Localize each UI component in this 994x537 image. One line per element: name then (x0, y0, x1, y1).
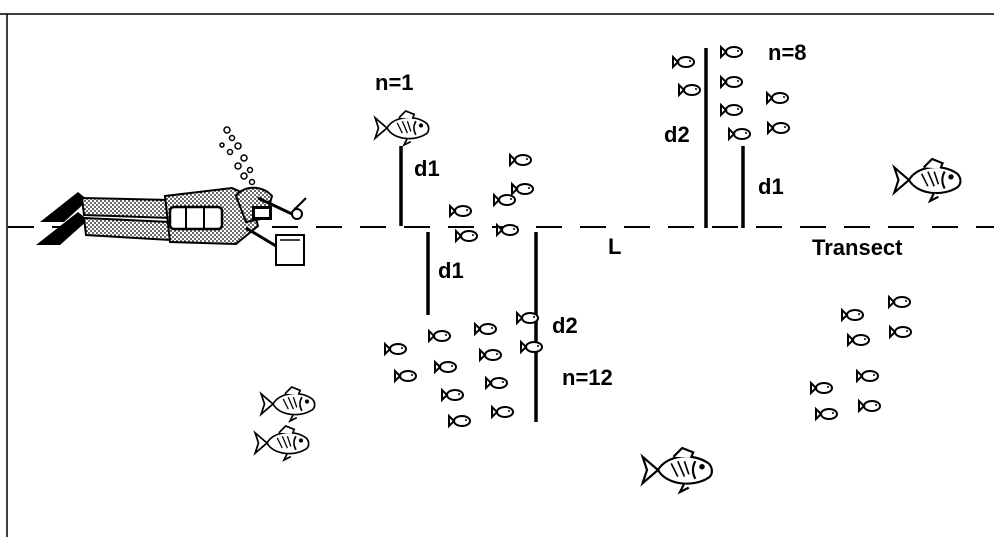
small-fish-icon (520, 341, 543, 353)
big-fish-upper-left (374, 110, 430, 146)
small-fish-cluster-lower-middle (384, 312, 543, 427)
small-fish-icon (479, 349, 502, 361)
small-fish-icon (491, 406, 514, 418)
small-fish-icon (767, 122, 790, 134)
length-label: L (608, 234, 621, 259)
small-fish-icon (889, 326, 912, 338)
distance-label-d1-upper-right: d1 (758, 174, 784, 199)
distance-label-d1-upper-left: d1 (414, 156, 440, 181)
scuba-diver-icon (36, 186, 307, 248)
small-fish-icon (474, 323, 497, 335)
count-label-n12: n=12 (562, 365, 613, 390)
small-fish-icon (455, 230, 478, 242)
small-fish-icon (858, 400, 881, 412)
small-fish-icon (448, 415, 471, 427)
small-fish-icon (394, 370, 417, 382)
distance-label-d1-lower: d1 (438, 258, 464, 283)
transect-label: Transect (812, 235, 903, 260)
small-fish-icon (720, 76, 743, 88)
small-fish-icon (672, 56, 695, 68)
small-fish-icon (810, 382, 833, 394)
small-fish-icon (847, 334, 870, 346)
bubbles-icon (219, 126, 256, 186)
count-label-n8: n=8 (768, 40, 807, 65)
small-fish-icon (678, 84, 701, 96)
small-fish-icon (511, 183, 534, 195)
small-fish-icon (841, 309, 864, 321)
small-fish-icon (815, 408, 838, 420)
small-fish-icon (720, 46, 743, 58)
small-fish-cluster-lower-right (810, 296, 912, 420)
small-fish-icon (493, 194, 516, 206)
small-fish-icon (856, 370, 879, 382)
distance-label-d2-upper: d2 (664, 122, 690, 147)
small-fish-icon (720, 104, 743, 116)
clipboard-icon (275, 234, 305, 266)
small-fish-icon (485, 377, 508, 389)
small-fish-icon (728, 128, 751, 140)
small-fish-icon (449, 205, 472, 217)
count-label-n1: n=1 (375, 70, 414, 95)
small-fish-icon (428, 330, 451, 342)
distance-label-d2-lower: d2 (552, 313, 578, 338)
small-fish-cluster-upper-middle (449, 154, 534, 242)
small-fish-icon (516, 312, 539, 324)
small-fish-icon (434, 361, 457, 373)
small-fish-icon (509, 154, 532, 166)
big-fish-upper-right (893, 157, 962, 203)
small-fish-icon (766, 92, 789, 104)
small-fish-icon (441, 389, 464, 401)
small-fish-icon (384, 343, 407, 355)
big-fish-lower-left-2 (254, 425, 310, 461)
big-fish-bottom-center (641, 446, 714, 494)
big-fish-lower-left-1 (260, 386, 316, 422)
small-fish-icon (888, 296, 911, 308)
